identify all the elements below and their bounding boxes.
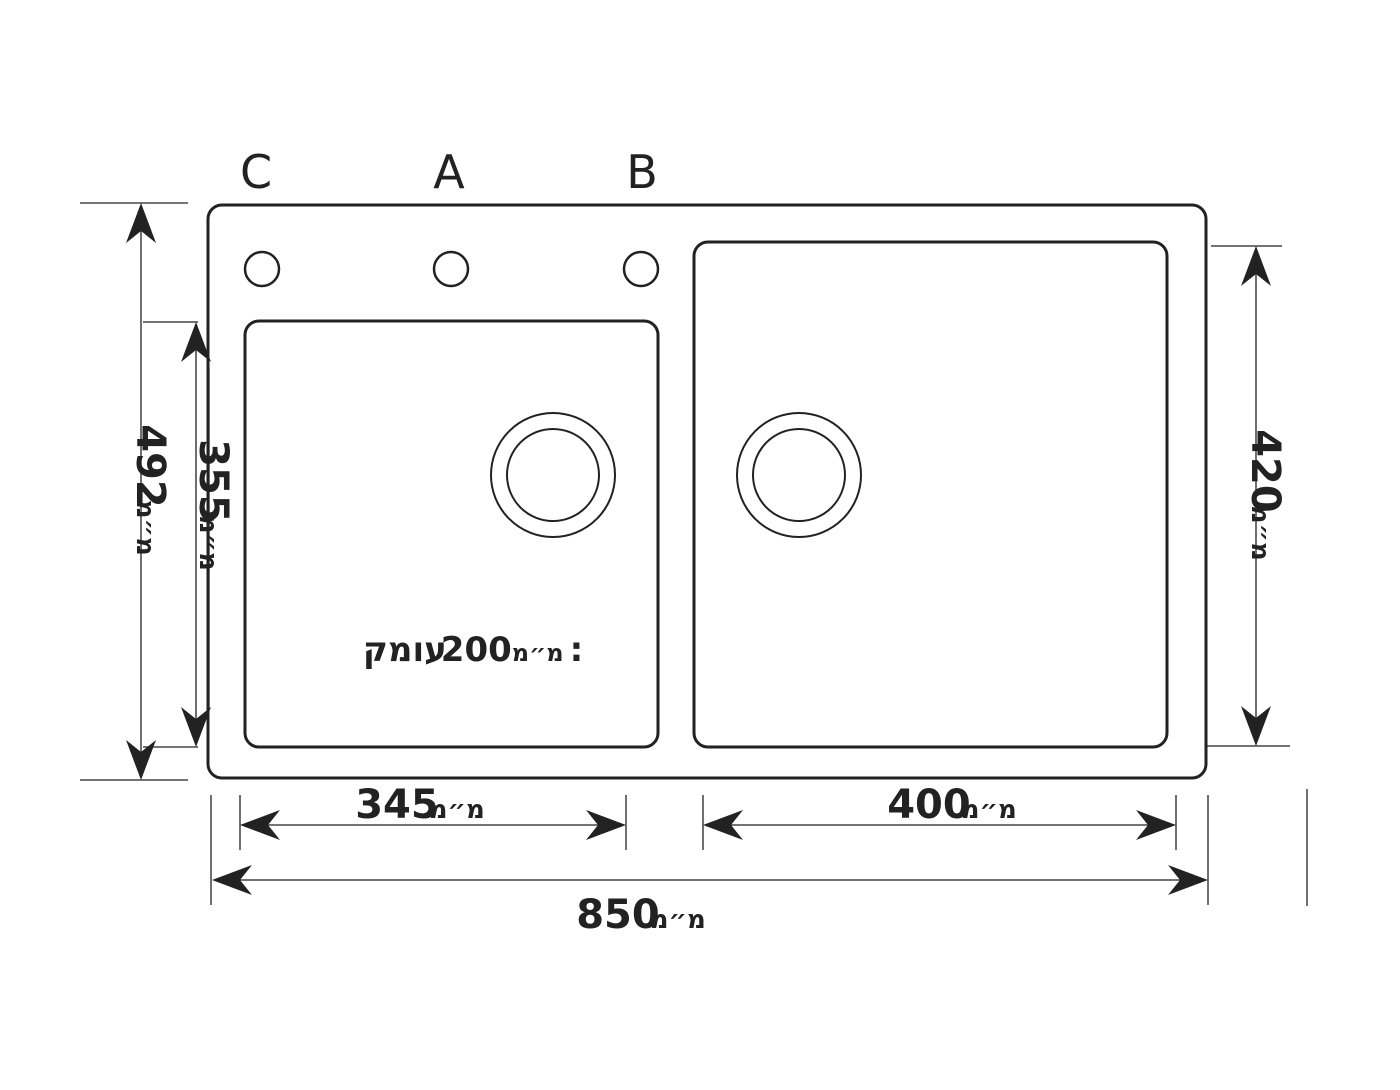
dim-line-total-depth	[126, 203, 156, 780]
dim-label-left-bowl-width: מ״מ345	[355, 782, 485, 828]
dim-line-right-bowl-width	[703, 810, 1176, 840]
tap-hole-b	[622, 250, 660, 288]
sink-outline	[206, 203, 1208, 780]
dim-line-total-width	[212, 865, 1208, 895]
dim-line-left-bowl-width	[240, 810, 626, 840]
dim-label-right-bowl-depth: מ״מ420	[1242, 429, 1288, 561]
left-bowl	[243, 319, 660, 749]
dim-label-total-width: מ״מ850	[576, 892, 706, 938]
dim-line-left-bowl-depth	[181, 322, 211, 747]
tap-label-a: A	[433, 145, 465, 199]
right-bowl	[692, 240, 1169, 749]
tap-label-b: B	[626, 145, 658, 199]
dim-label-total-depth: מ״מ492	[127, 424, 173, 556]
dim-label-right-bowl-width: מ״מ400	[887, 782, 1017, 828]
tap-label-c: C	[240, 145, 272, 199]
right-drain	[736, 412, 862, 538]
bowl-depth-note: מ״מ200עומק:	[363, 630, 583, 670]
dim-label-left-bowl-depth: מ״מ355	[190, 439, 236, 571]
tap-hole-c	[243, 250, 281, 288]
dim-line-right-bowl-depth	[1241, 246, 1271, 746]
tap-hole-a	[432, 250, 470, 288]
left-drain	[490, 412, 616, 538]
